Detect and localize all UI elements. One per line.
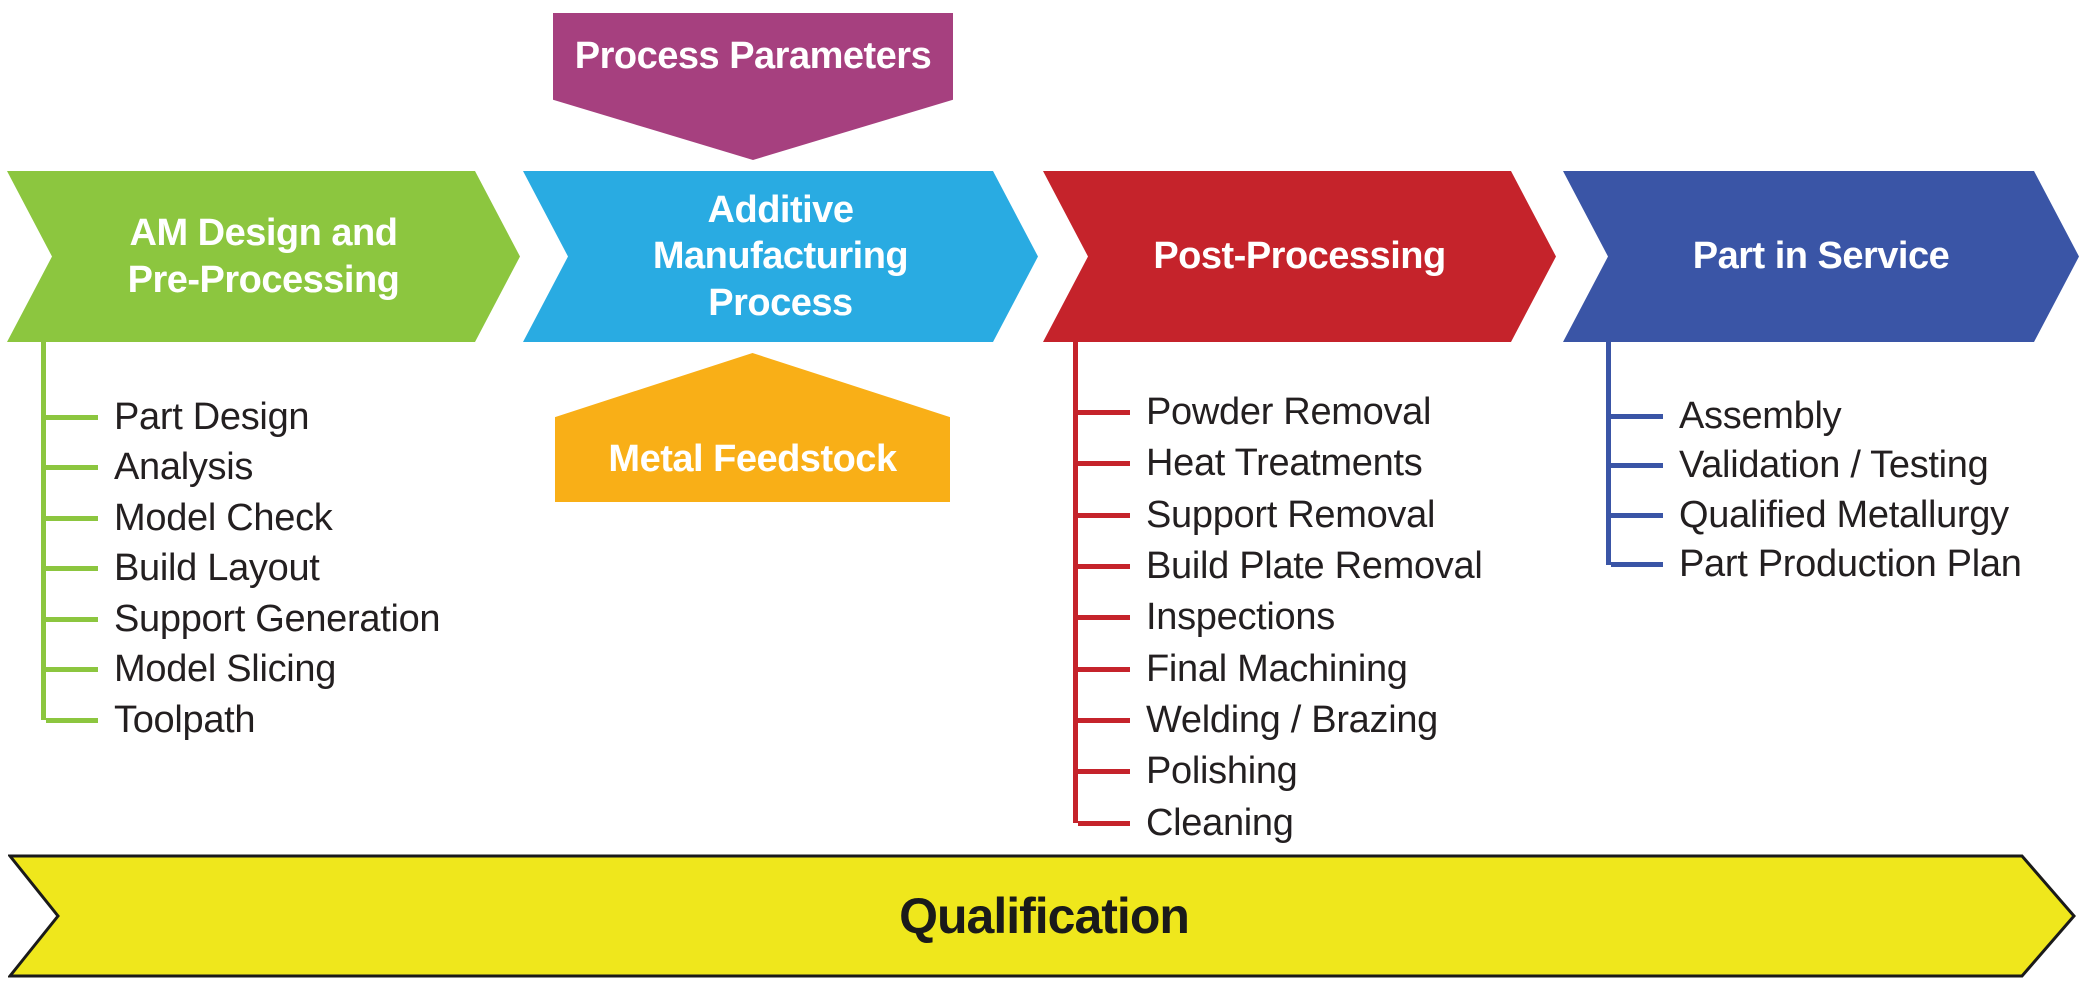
stage-arrow-part-in-service: Part in Service	[1563, 171, 2079, 342]
substep-item: Powder Removal	[1078, 387, 1482, 438]
substep-item: Inspections	[1078, 592, 1482, 643]
metal-feedstock-callout: Metal Feedstock	[555, 353, 950, 502]
substep-item: Welding / Brazing	[1078, 695, 1482, 746]
qualification-banner-shape	[8, 854, 2076, 978]
substep-item: Model Slicing	[46, 645, 440, 696]
stage-label-am-design: AM Design and Pre-Processing	[127, 212, 400, 301]
substep-item: Part Design	[46, 392, 440, 443]
qualification-label: Qualification	[899, 888, 1190, 944]
substep-item: Final Machining	[1078, 643, 1482, 694]
substep-item: Assembly	[1611, 392, 2022, 441]
stage-arrow-am-design: AM Design and Pre-Processing	[7, 171, 520, 342]
substep-item: Analysis	[46, 443, 440, 494]
process-parameters-label: Process Parameters	[574, 34, 932, 77]
substep-item: Model Check	[46, 493, 440, 544]
process-parameters-callout: Process Parameters	[553, 13, 953, 160]
substep-item: Part Production Plan	[1611, 540, 2022, 589]
stage-label-am-process: Additive Manufacturing Process	[652, 188, 909, 324]
substep-item: Validation / Testing	[1611, 441, 2022, 490]
qualification-banner-polygon	[8, 854, 2076, 978]
substep-item: Support Generation	[46, 594, 441, 645]
stage-arrow-am-process: Additive Manufacturing Process	[523, 171, 1038, 342]
substep-item: Heat Treatments	[1078, 438, 1482, 489]
qualification-banner: Qualification	[8, 854, 2080, 978]
substep-item: Polishing	[1078, 746, 1482, 797]
substep-item: Build Layout	[46, 544, 440, 595]
substep-item: Support Removal	[1078, 490, 1482, 541]
substep-item: Toolpath	[46, 695, 440, 746]
stage-label-post-processing: Post-Processing	[1153, 235, 1446, 278]
metal-feedstock-label: Metal Feedstock	[608, 438, 897, 481]
stage-label-part-in-service: Part in Service	[1692, 235, 1950, 278]
substep-item: Cleaning	[1078, 797, 1482, 848]
substep-item: Build Plate Removal	[1078, 541, 1483, 592]
substep-item: Qualified Metallurgy	[1611, 491, 2022, 540]
stage-arrow-post-processing: Post-Processing	[1043, 171, 1556, 342]
